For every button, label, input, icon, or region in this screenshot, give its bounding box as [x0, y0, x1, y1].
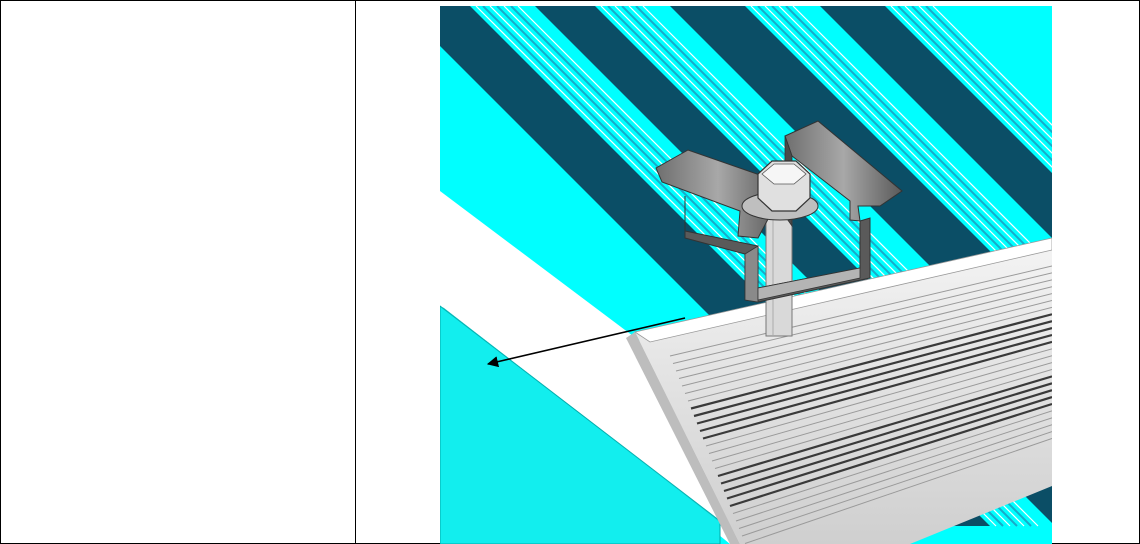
- installation-figure: [440, 6, 1052, 544]
- left-cell: [0, 0, 356, 544]
- rail-groove-line: [735, 417, 1052, 522]
- roof-ridge-line: [621, 6, 1052, 438]
- rail-groove-line: [708, 355, 1052, 454]
- rail-groove-line: [690, 313, 1052, 410]
- rail-groove-line: [723, 389, 1052, 493]
- rail-groove-line: [681, 293, 1052, 387]
- end-clamp: [655, 120, 903, 337]
- rail-groove-line: [702, 340, 1052, 440]
- rail-groove-line: [711, 362, 1052, 462]
- rail-groove-line: [678, 286, 1052, 379]
- rail-groove-line: [699, 333, 1052, 433]
- rail-groove-line: [717, 375, 1052, 478]
- rail-groove-line: [744, 438, 1052, 544]
- rail-groove-line: [705, 348, 1052, 447]
- roof-ridge-line: [792, 6, 1052, 266]
- rail-groove-line: [714, 369, 1052, 469]
- clamp-left-wing: [655, 149, 781, 239]
- roof-ridge-line: [904, 6, 1052, 154]
- roof-ridge-line: [897, 6, 1052, 162]
- roof-ridge-line: [628, 6, 1052, 430]
- rail-groove-line: [675, 279, 1052, 372]
- rail-groove-line: [687, 306, 1052, 402]
- roof-ridge-line: [925, 6, 1052, 134]
- roof-ridge-line: [635, 6, 1052, 424]
- rail-groove-line: [726, 396, 1052, 500]
- roof-ridge-line: [932, 6, 1052, 126]
- clamp-right-wing: [784, 120, 903, 222]
- roof-ridge-line: [911, 6, 1052, 148]
- rail-groove-line: [741, 431, 1052, 537]
- rail-groove-line: [672, 272, 1052, 364]
- roof-ridge-line: [890, 6, 1052, 168]
- rail-groove-line: [729, 402, 1052, 508]
- rail-groove-line: [732, 410, 1052, 514]
- roof-shadow-band: [820, 6, 1052, 238]
- callout-arrow: [486, 317, 686, 368]
- rail-groove-line: [693, 320, 1052, 418]
- rail-groove-line: [696, 327, 1052, 425]
- rail-groove-line: [720, 382, 1052, 485]
- roof-ridge-line: [918, 6, 1052, 140]
- rail-groove-line: [669, 265, 1052, 357]
- rail-groove-line: [684, 300, 1052, 394]
- clamp-illustration: [440, 6, 1052, 544]
- rail-groove-line: [738, 424, 1052, 529]
- roof-ridge-line: [642, 6, 1052, 416]
- mounting-rail: [626, 237, 1052, 544]
- bolt-shaft: [765, 210, 793, 337]
